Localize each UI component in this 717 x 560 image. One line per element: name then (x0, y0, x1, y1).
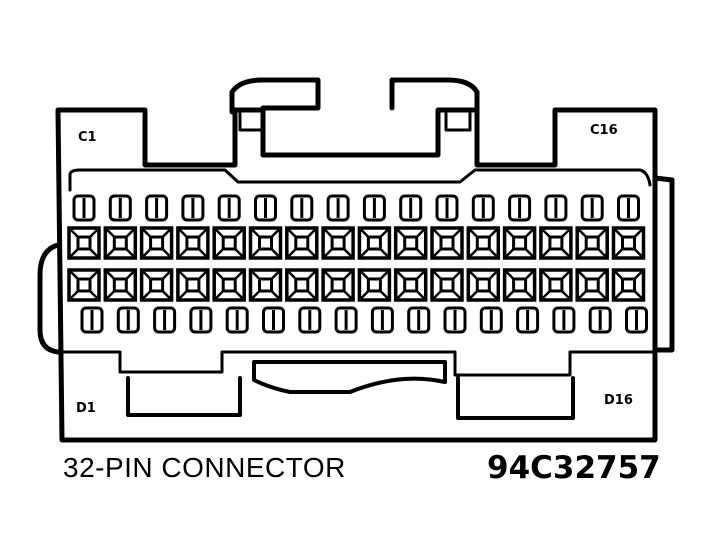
inner-frame-top (68, 168, 652, 192)
label-c16: C16 (590, 123, 618, 138)
lower-square-row-pin (176, 268, 210, 302)
top-row-pin (544, 194, 568, 222)
upper-square-row-pin (539, 226, 573, 260)
lower-square-row-pin (466, 268, 501, 302)
upper-square-row-pin (248, 226, 283, 260)
upper-square-row-pin (393, 226, 428, 260)
top-row-pin (362, 194, 386, 222)
upper-square-row-pin (139, 226, 174, 260)
lower-square-row-pin (393, 268, 428, 302)
lower-square-row-pin (611, 268, 646, 302)
bottom-row-pin (189, 306, 213, 334)
lower-square-row-pin (502, 268, 537, 302)
upper-square-row-pin (103, 226, 138, 260)
bottom-row-pin (625, 306, 648, 334)
top-row-pin (181, 194, 205, 222)
bottom-row-pin (116, 306, 140, 334)
bottom-row-pin (225, 306, 249, 334)
label-c1: C1 (78, 130, 97, 145)
upper-square-row-pin (430, 226, 464, 260)
upper-square-row-pin (285, 226, 319, 260)
lower-square-row-pin (139, 268, 174, 302)
lower-square-row-pin (575, 268, 609, 302)
lower-square-row-pin (103, 268, 138, 302)
left-lock-tab-inner (238, 110, 264, 132)
upper-square-row-pin (357, 226, 392, 260)
label-d1: D1 (76, 401, 96, 416)
top-row-pin (145, 194, 169, 222)
left-pocket (126, 376, 242, 417)
pin-row-upper-square (67, 226, 646, 260)
lower-square-row-pin (357, 268, 392, 302)
bottom-row-pin (80, 306, 104, 334)
bottom-row-pin (588, 306, 612, 334)
left-lock-tab (229, 77, 321, 115)
connector-name-caption: 32-PIN CONNECTOR (63, 452, 346, 483)
lower-square-row-pin (67, 268, 101, 302)
top-row-pin (508, 194, 532, 222)
bottom-row-pin (552, 306, 576, 334)
upper-square-row-pin (212, 226, 246, 260)
bottom-row-pin (407, 306, 431, 334)
upper-square-row-pin (502, 226, 537, 260)
upper-square-row-pin (466, 226, 501, 260)
part-number-caption: 94C32757 (487, 450, 661, 486)
left-side-rib (37, 242, 61, 355)
bottom-row-pin (298, 306, 322, 334)
lower-square-row-pin (539, 268, 573, 302)
top-row-pin (217, 194, 241, 222)
top-row-pin (254, 194, 277, 222)
lower-square-row-pin (212, 268, 246, 302)
upper-square-row-pin (575, 226, 609, 260)
inner-frame-bottom (60, 350, 657, 377)
bottom-row-pin (370, 306, 394, 334)
housing-outline (55, 107, 658, 443)
pin-row-top-small (72, 194, 640, 222)
bottom-row-pin (479, 306, 503, 334)
lower-square-row-pin (285, 268, 319, 302)
label-d16: D16 (604, 393, 633, 408)
top-row-pin (617, 194, 640, 222)
bottom-row-pin (262, 306, 285, 334)
top-row-pin (399, 194, 423, 222)
connector-housing (37, 77, 675, 443)
upper-square-row-pin (321, 226, 355, 260)
top-row-pin (72, 194, 96, 222)
upper-square-row-pin (611, 226, 646, 260)
lower-square-row-pin (248, 268, 283, 302)
upper-square-row-pin (176, 226, 210, 260)
top-row-pin (471, 194, 495, 222)
top-row-pin (435, 194, 459, 222)
lower-square-row-pin (430, 268, 464, 302)
pin-row-bottom-small (80, 306, 648, 334)
pin-row-lower-square (67, 268, 646, 302)
bottom-row-pin (153, 306, 177, 334)
right-pocket (456, 376, 575, 420)
bottom-row-pin (443, 306, 467, 334)
lower-square-row-pin (321, 268, 355, 302)
top-row-pin (290, 194, 314, 222)
bottom-row-pin (334, 306, 358, 334)
top-row-pin (326, 194, 350, 222)
right-lock-tab (389, 77, 480, 115)
top-row-pin (108, 194, 132, 222)
top-row-pin (580, 194, 604, 222)
right-lock-tab-inner (444, 110, 472, 132)
center-latch-slot (252, 360, 447, 394)
bottom-row-pin (516, 306, 540, 334)
upper-square-row-pin (67, 226, 101, 260)
right-side-rib (652, 175, 675, 353)
